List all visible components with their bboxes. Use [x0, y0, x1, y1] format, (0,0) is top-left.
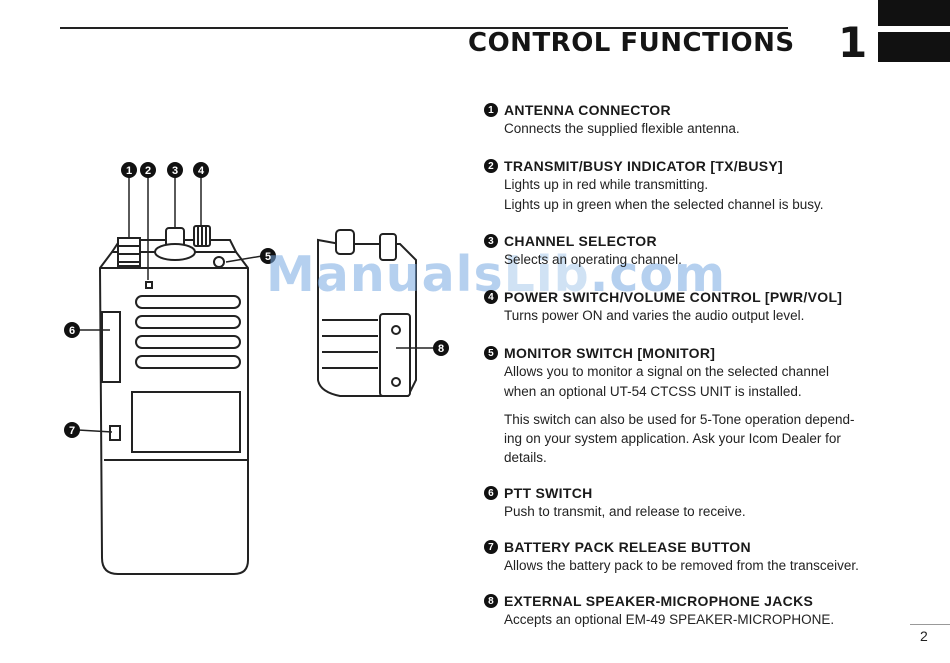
callout-1: 1	[126, 165, 132, 177]
item-channel-selector: 3 CHANNEL SELECTOR Selects an operating c…	[484, 232, 884, 270]
page-title: CONTROL FUNCTIONS	[468, 28, 795, 58]
page-number: 2	[920, 628, 928, 644]
item-speaker-mic-jacks: 8 EXTERNAL SPEAKER-MICROPHONE JACKS Accep…	[484, 592, 884, 630]
item-title: ANTENNA CONNECTOR	[504, 102, 671, 118]
item-title: BATTERY PACK RELEASE BUTTON	[504, 539, 751, 555]
item-title: EXTERNAL SPEAKER-MICROPHONE JACKS	[504, 593, 814, 609]
item-desc: when an optional UT-54 CTCSS UNIT is ins…	[504, 384, 802, 399]
item-desc: Turns power ON and varies the audio outp…	[504, 308, 805, 323]
chapter-tab-stripe	[878, 26, 950, 32]
callout-6: 6	[69, 325, 75, 337]
item-power-volume: 4 POWER SWITCH/VOLUME CONTROL [PWR/VOL] T…	[484, 288, 884, 326]
item-ptt-switch: 6 PTT SWITCH Push to transmit, and releas…	[484, 484, 884, 522]
item-title: POWER SWITCH/VOLUME CONTROL [PWR/VOL]	[504, 289, 843, 305]
item-monitor-switch: 5 MONITOR SWITCH [MONITOR] Allows you to …	[484, 344, 884, 467]
item-number: 7	[484, 540, 498, 554]
item-desc: Allows you to monitor a signal on the se…	[504, 364, 829, 379]
item-number: 2	[484, 159, 498, 173]
item-desc: Selects an operating channel.	[504, 252, 682, 267]
item-number: 5	[484, 346, 498, 360]
item-battery-release: 7 BATTERY PACK RELEASE BUTTON Allows the …	[484, 538, 884, 576]
callout-3: 3	[172, 165, 178, 177]
transceiver-illustration: 1 2 3 4 5 6 7 8	[64, 162, 449, 575]
callout-2: 2	[145, 165, 151, 177]
callout-8: 8	[438, 343, 444, 355]
chapter-number: 1	[838, 18, 868, 67]
item-number: 8	[484, 594, 498, 608]
item-number: 4	[484, 290, 498, 304]
item-antenna-connector: 1 ANTENNA CONNECTOR Connects the supplied…	[484, 101, 884, 139]
callout-7: 7	[69, 425, 75, 437]
item-tx-busy-indicator: 2 TRANSMIT/BUSY INDICATOR [TX/BUSY] Light…	[484, 157, 884, 215]
item-number: 3	[484, 234, 498, 248]
page-number-rule	[910, 624, 950, 625]
item-title: TRANSMIT/BUSY INDICATOR [TX/BUSY]	[504, 158, 784, 174]
header-rule	[60, 27, 788, 29]
item-desc: Accepts an optional EM-49 SPEAKER-MICROP…	[504, 612, 835, 627]
item-title: MONITOR SWITCH [MONITOR]	[504, 345, 716, 361]
callout-badges: 1 2 3 4 5 6 7 8	[64, 162, 449, 438]
item-number: 1	[484, 103, 498, 117]
item-title: CHANNEL SELECTOR	[504, 233, 657, 249]
item-desc: Lights up in red while transmitting.	[504, 177, 709, 192]
item-desc: Push to transmit, and release to receive…	[504, 504, 746, 519]
item-desc: Lights up in green when the selected cha…	[504, 197, 824, 212]
item-desc: Allows the battery pack to be removed fr…	[504, 558, 859, 573]
item-number: 6	[484, 486, 498, 500]
callout-4: 4	[198, 165, 205, 177]
callout-5: 5	[265, 251, 271, 263]
item-note: This switch can also be used for 5-Tone …	[504, 412, 855, 465]
item-title: PTT SWITCH	[504, 485, 593, 501]
item-desc: Connects the supplied flexible antenna.	[504, 121, 740, 136]
